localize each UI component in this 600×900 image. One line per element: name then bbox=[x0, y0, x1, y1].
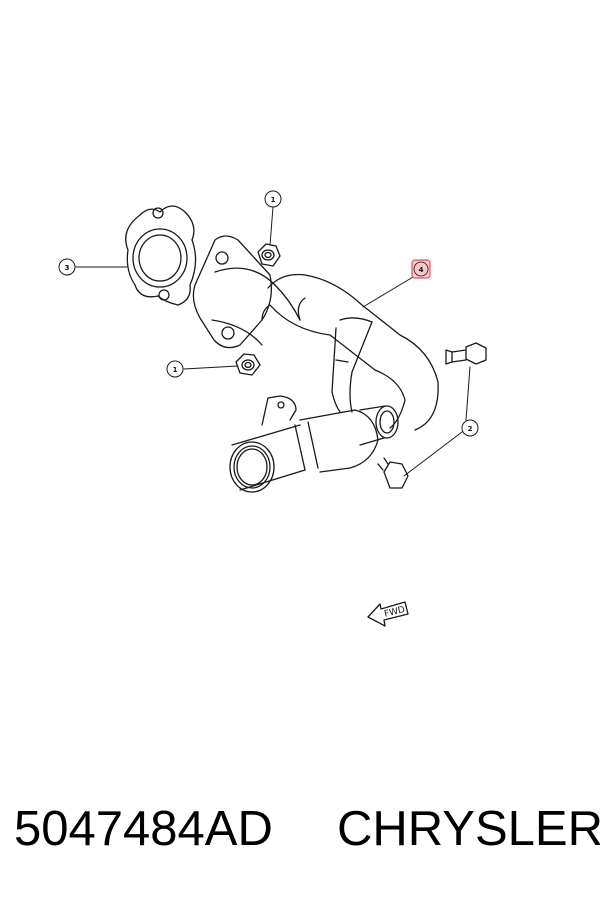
tube-outlet bbox=[359, 405, 399, 446]
gasket-bolt-hole bbox=[152, 207, 164, 219]
callout-3: 3 bbox=[58, 258, 76, 276]
gasket-bolt-hole bbox=[158, 289, 170, 301]
fwd-label: FWD bbox=[383, 605, 406, 620]
part-number: 5047484AD bbox=[14, 802, 273, 856]
nut-top bbox=[257, 243, 281, 267]
bolt-upper bbox=[445, 342, 487, 365]
callout-label: 2 bbox=[468, 425, 473, 433]
callout-label: 1 bbox=[271, 196, 276, 204]
fwd-arrow-icon bbox=[367, 601, 409, 627]
nut-lower bbox=[235, 353, 261, 376]
callout-label: 3 bbox=[65, 264, 70, 272]
bolt-lower bbox=[377, 457, 409, 489]
coolant-tube bbox=[211, 267, 439, 431]
callout-1-left: 1 bbox=[166, 360, 184, 378]
pipe-flange bbox=[192, 235, 273, 349]
brand-name: CHRYSLER bbox=[337, 802, 600, 856]
outlet-housing bbox=[229, 395, 379, 493]
callout-4[interactable]: 4 bbox=[411, 259, 431, 279]
callout-1-top: 1 bbox=[264, 190, 282, 208]
callout-2: 2 bbox=[461, 419, 479, 437]
leader-lines bbox=[75, 206, 471, 477]
callout-label: 1 bbox=[173, 366, 178, 374]
callout-label: 4 bbox=[419, 266, 424, 274]
gasket bbox=[125, 205, 197, 306]
